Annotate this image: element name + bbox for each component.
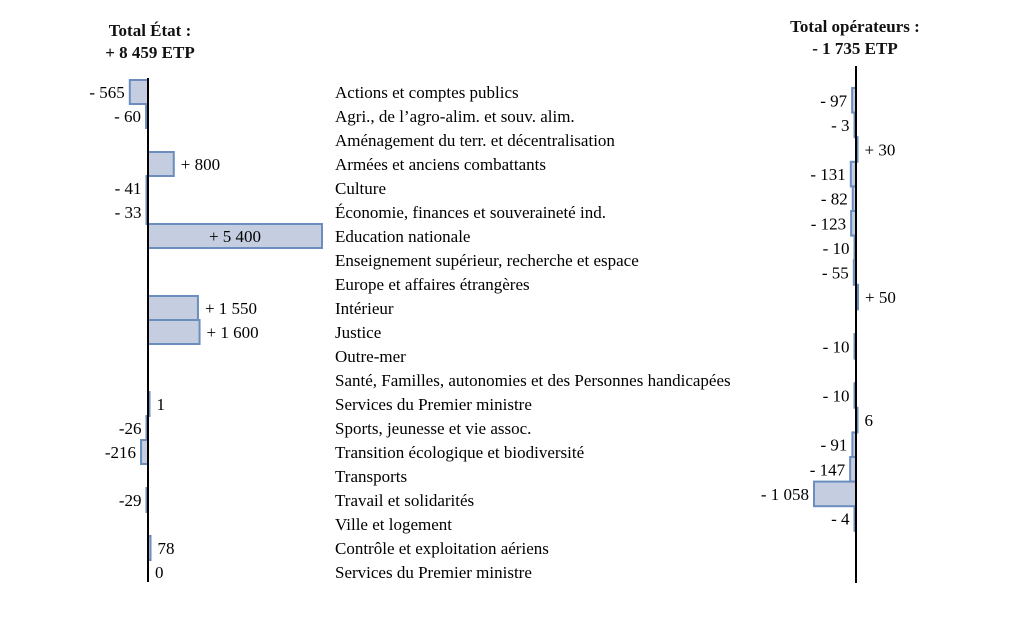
- category-label: Outre-mer: [335, 347, 406, 366]
- etat-total-title: Total État : + 8 459 ETP: [80, 20, 220, 64]
- etat-total-label: Total État :: [108, 21, 192, 40]
- category-label: Culture: [335, 179, 386, 198]
- category-label: Transports: [335, 467, 407, 486]
- operateurs-value-label: - 10: [823, 337, 850, 356]
- etat-value-label: - 60: [114, 107, 141, 126]
- operateurs-value-label: - 10: [823, 239, 850, 258]
- operateurs-value-label: - 3: [831, 116, 849, 135]
- operateurs-value-label: - 55: [822, 264, 849, 283]
- etat-bar: [147, 319, 201, 345]
- etat-value-label: -216: [105, 443, 136, 462]
- operateurs-total-label: Total opérateurs :: [790, 17, 920, 36]
- category-label: Intérieur: [335, 299, 394, 318]
- category-label: Transition écologique et biodiversité: [335, 443, 584, 462]
- etat-value-label: + 800: [181, 155, 220, 174]
- category-label: Santé, Familles, autonomies et des Perso…: [335, 371, 731, 390]
- category-label: Europe et affaires étrangères: [335, 275, 530, 294]
- etat-value-label: 0: [155, 563, 164, 582]
- operateurs-value-label: - 1 058: [761, 485, 809, 504]
- category-label: Contrôle et exploitation aériens: [335, 539, 549, 558]
- category-label: Sports, jeunesse et vie assoc.: [335, 419, 531, 438]
- operateurs-value-label: - 91: [820, 436, 847, 455]
- operateurs-value-label: - 4: [831, 510, 850, 529]
- etat-value-label: + 1 600: [207, 323, 259, 342]
- operateurs-value-label: - 123: [811, 214, 846, 233]
- category-label: Aménagement du terr. et décentralisation: [335, 131, 615, 150]
- category-label: Enseignement supérieur, recherche et esp…: [335, 251, 639, 270]
- etat-value-label: - 565: [89, 83, 124, 102]
- category-label: Justice: [335, 323, 381, 342]
- category-label: Travail et solidarités: [335, 491, 474, 510]
- etat-bar: [128, 79, 150, 105]
- operateurs-value-label: 6: [865, 411, 874, 430]
- etat-bar: [147, 295, 199, 321]
- category-label: Actions et comptes publics: [335, 83, 519, 102]
- etat-bar: [147, 151, 175, 177]
- operateurs-value-label: - 82: [821, 190, 848, 209]
- operateurs-value-label: - 131: [810, 165, 845, 184]
- etat-total-value: + 8 459 ETP: [105, 43, 195, 62]
- operateurs-value-label: - 10: [823, 387, 850, 406]
- category-label: Agri., de l’agro-alim. et souv. alim.: [335, 107, 575, 126]
- etat-bar: [140, 439, 149, 465]
- etat-value-label: 1: [157, 395, 166, 414]
- category-label: Armées et anciens combattants: [335, 155, 546, 174]
- etat-value-label: 78: [158, 539, 175, 558]
- etat-value-label: - 41: [115, 179, 142, 198]
- category-label: Économie, finances et souveraineté ind.: [335, 203, 606, 222]
- operateurs-total-title: Total opérateurs : - 1 735 ETP: [765, 16, 945, 60]
- etat-value-label: -26: [119, 419, 142, 438]
- etat-value-label: -29: [119, 491, 142, 510]
- operateurs-value-label: - 147: [810, 460, 846, 479]
- operateurs-total-value: - 1 735 ETP: [812, 39, 898, 58]
- operateurs-value-label: - 97: [820, 91, 847, 110]
- category-label: Education nationale: [335, 227, 470, 246]
- etat-value-label: + 5 400: [209, 227, 261, 246]
- operateurs-bar: [813, 480, 857, 508]
- operateurs-value-label: + 30: [865, 141, 896, 160]
- category-label: Services du Premier ministre: [335, 563, 532, 582]
- etat-value-label: + 1 550: [205, 299, 257, 318]
- category-label: Services du Premier ministre: [335, 395, 532, 414]
- category-label: Ville et logement: [335, 515, 452, 534]
- operateurs-value-label: + 50: [865, 288, 896, 307]
- etat-value-label: - 33: [115, 203, 142, 222]
